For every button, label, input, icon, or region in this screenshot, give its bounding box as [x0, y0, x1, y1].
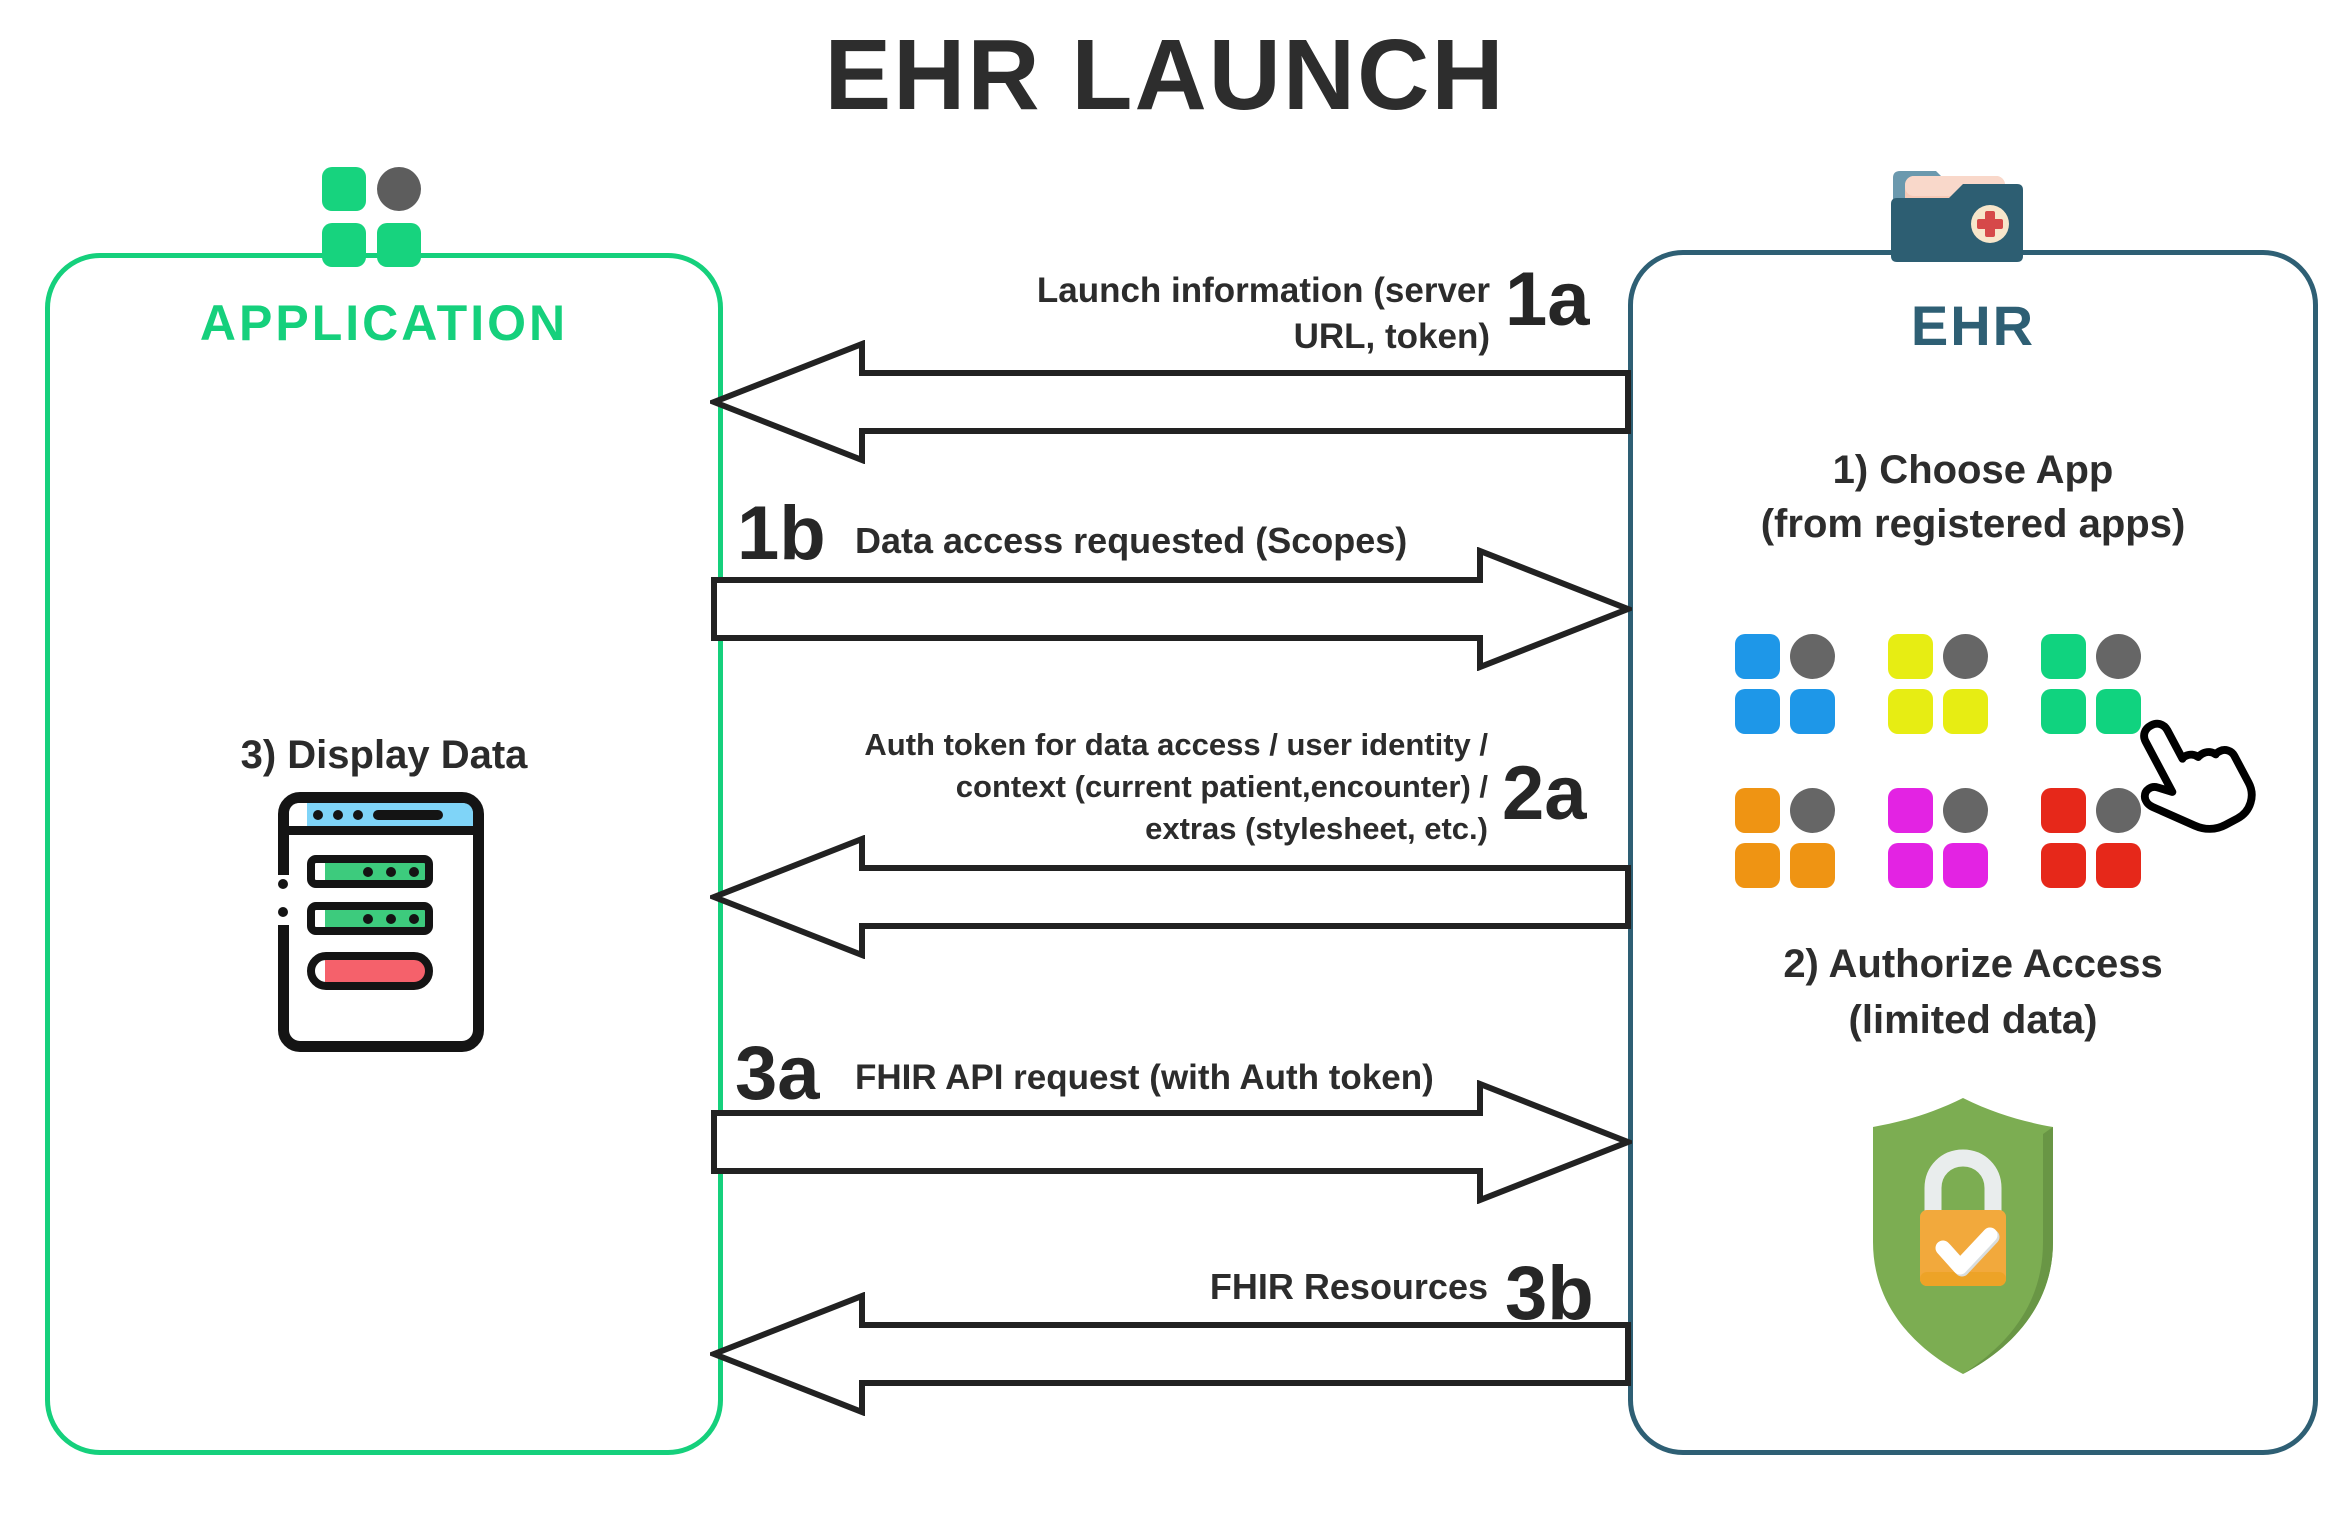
step-number-1b: 1b [737, 491, 826, 576]
app-tile-square [1943, 843, 1988, 888]
authorize-access-heading: 2) Authorize Access (limited data) [1628, 936, 2318, 1048]
step-number-2a: 2a [1502, 751, 1587, 836]
arrow-1b-label-line: Data access requested (Scopes) [855, 520, 1408, 561]
arrow-3a-label-line: FHIR API request (with Auth token) [855, 1058, 1434, 1097]
browser-list-row-green [307, 855, 433, 888]
browser-dot [333, 810, 343, 820]
app-tile-square [1888, 788, 1933, 833]
app-tile-yellow [1888, 634, 1988, 734]
app-tile-square [1735, 843, 1780, 888]
display-data-heading: 3) Display Data [240, 733, 528, 777]
browser-dot [353, 810, 363, 820]
app-tile-square [1790, 843, 1835, 888]
application-label: APPLICATION [199, 295, 569, 351]
page-title: EHR LAUNCH [824, 19, 1506, 131]
app-tiles-icon [322, 167, 421, 267]
medical-folder-icon [1891, 171, 2023, 262]
app-tile-square [1943, 689, 1988, 734]
app-tile-dot [1943, 788, 1988, 833]
app-tile-red [2041, 788, 2141, 888]
browser-border-gap [278, 875, 289, 925]
browser-window-icon [278, 792, 484, 1052]
app-icon-square [322, 167, 366, 211]
app-grid [1735, 634, 2141, 888]
app-tile-square [1888, 634, 1933, 679]
app-tile-square [2041, 634, 2086, 679]
step-number-3a: 3a [735, 1031, 820, 1116]
arrow-2a-label-line: extras (stylesheet, etc.) [1145, 811, 1488, 846]
row-dot [409, 867, 419, 877]
choose-app-heading: 1) Choose App (from registered apps) [1628, 443, 2318, 551]
browser-list-row-green [307, 902, 433, 935]
app-tile-dot [2096, 788, 2141, 833]
browser-dot [313, 810, 323, 820]
arrow-3b-label: FHIR Resources [980, 1266, 1488, 1308]
authorize-line2: (limited data) [1848, 998, 2098, 1042]
app-tile-orange [1735, 788, 1835, 888]
app-icon-square [377, 223, 421, 267]
app-tile-green [2041, 634, 2141, 734]
app-tile-magenta [1888, 788, 1988, 888]
arrow-1a-label-line: URL, token) [1293, 317, 1490, 356]
row-dot [363, 914, 373, 924]
browser-border-dot [278, 907, 288, 917]
row-dot [386, 914, 396, 924]
arrow-1a-left [710, 340, 1631, 464]
app-tile-square [2096, 689, 2141, 734]
arrow-3b-label-line: FHIR Resources [1209, 1266, 1488, 1307]
arrow-2a-label-line: context (current patient,encounter) / [955, 769, 1488, 804]
step-number-1a: 1a [1505, 257, 1590, 342]
row-dot [409, 914, 419, 924]
row-dot [363, 867, 373, 877]
app-tile-square [2041, 843, 2086, 888]
arrow-2a-label-line: Auth token for data access / user identi… [864, 727, 1488, 762]
browser-list-row-red [307, 952, 433, 990]
app-tile-square [1735, 634, 1780, 679]
choose-app-line2: (from registered apps) [1760, 502, 2186, 546]
app-tile-dot [1790, 788, 1835, 833]
app-tile-square [1735, 689, 1780, 734]
arrow-3a-right [711, 1080, 1632, 1204]
app-icon-square [322, 223, 366, 267]
browser-border-dot [278, 879, 288, 889]
app-tile-dot [1790, 634, 1835, 679]
app-tile-square [1790, 689, 1835, 734]
step-number-3b: 3b [1505, 1251, 1594, 1336]
arrow-1b-label: Data access requested (Scopes) [855, 520, 1407, 562]
arrow-3a-label: FHIR API request (with Auth token) [855, 1058, 1434, 1098]
app-tile-dot [1943, 634, 1988, 679]
shield-lock-check-icon [1873, 1098, 2053, 1374]
app-tile-square [2096, 843, 2141, 888]
browser-addressbar [373, 810, 443, 820]
browser-titlebar [289, 803, 473, 835]
app-tile-square [2041, 689, 2086, 734]
arrow-2a-left [710, 835, 1631, 959]
app-tile-square [1735, 788, 1780, 833]
app-icon-dot [377, 167, 421, 211]
pointer-hand-cursor-icon [2140, 719, 2256, 833]
authorize-line1: 2) Authorize Access [1783, 942, 2163, 986]
app-tile-blue [1735, 634, 1835, 734]
app-tile-square [1888, 843, 1933, 888]
arrow-1b-right [711, 547, 1632, 671]
app-tile-square [1888, 689, 1933, 734]
app-tile-square [2041, 788, 2086, 833]
ehr-label: EHR [1910, 294, 2036, 357]
choose-app-line1: 1) Choose App [1832, 448, 2114, 492]
arrow-2a-label: Auth token for data access / user identi… [740, 724, 1488, 850]
arrow-1a-label-line: Launch information (server [1036, 271, 1490, 310]
arrow-1a-label: Launch information (server URL, token) [850, 268, 1490, 360]
arrow-3b-left [710, 1292, 1631, 1416]
app-tile-dot [2096, 634, 2141, 679]
row-dot [386, 867, 396, 877]
